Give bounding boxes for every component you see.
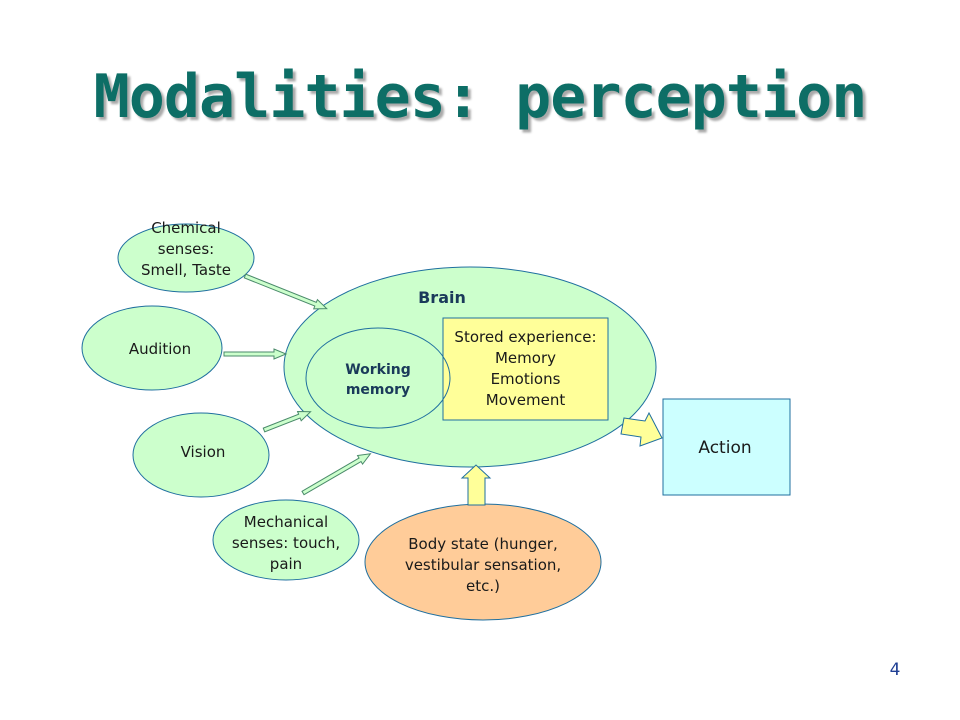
vision-label: Vision xyxy=(180,442,226,461)
chemical-senses-ellipse xyxy=(117,223,255,293)
stored-experience-label: Stored experience: Memory Emotions Movem… xyxy=(454,328,597,409)
mechanical-senses-ellipse xyxy=(212,499,360,581)
brain-label: Brain xyxy=(418,287,466,307)
working-memory-label: Working memory xyxy=(345,362,411,398)
vision-ellipse xyxy=(132,412,270,498)
mechanical-senses-label: Mechanical senses: touch, pain xyxy=(231,512,341,573)
action-label: Action xyxy=(698,437,752,458)
page-number: 4 xyxy=(889,660,901,680)
body-state-label: Body state (hunger, vestibular sensation… xyxy=(404,534,562,595)
chemical-senses-label: Chemical senses: Smell, Taste xyxy=(140,218,232,279)
action-box xyxy=(662,398,791,496)
audition-ellipse xyxy=(81,305,223,391)
slide-title: Modalities: perception xyxy=(93,62,868,132)
arrow-audition-to-brain xyxy=(223,348,288,360)
arrow-mechanical-to-brain xyxy=(301,453,372,496)
arrow-body-to-brain xyxy=(460,464,492,506)
arrow-vision-to-brain xyxy=(262,410,312,433)
audition-label: Audition xyxy=(128,339,192,358)
stored-experience-box xyxy=(442,317,609,421)
working-memory-ellipse xyxy=(305,327,451,429)
arrow-brain-to-action xyxy=(620,411,663,447)
arrow-chemical-to-brain xyxy=(243,273,328,310)
